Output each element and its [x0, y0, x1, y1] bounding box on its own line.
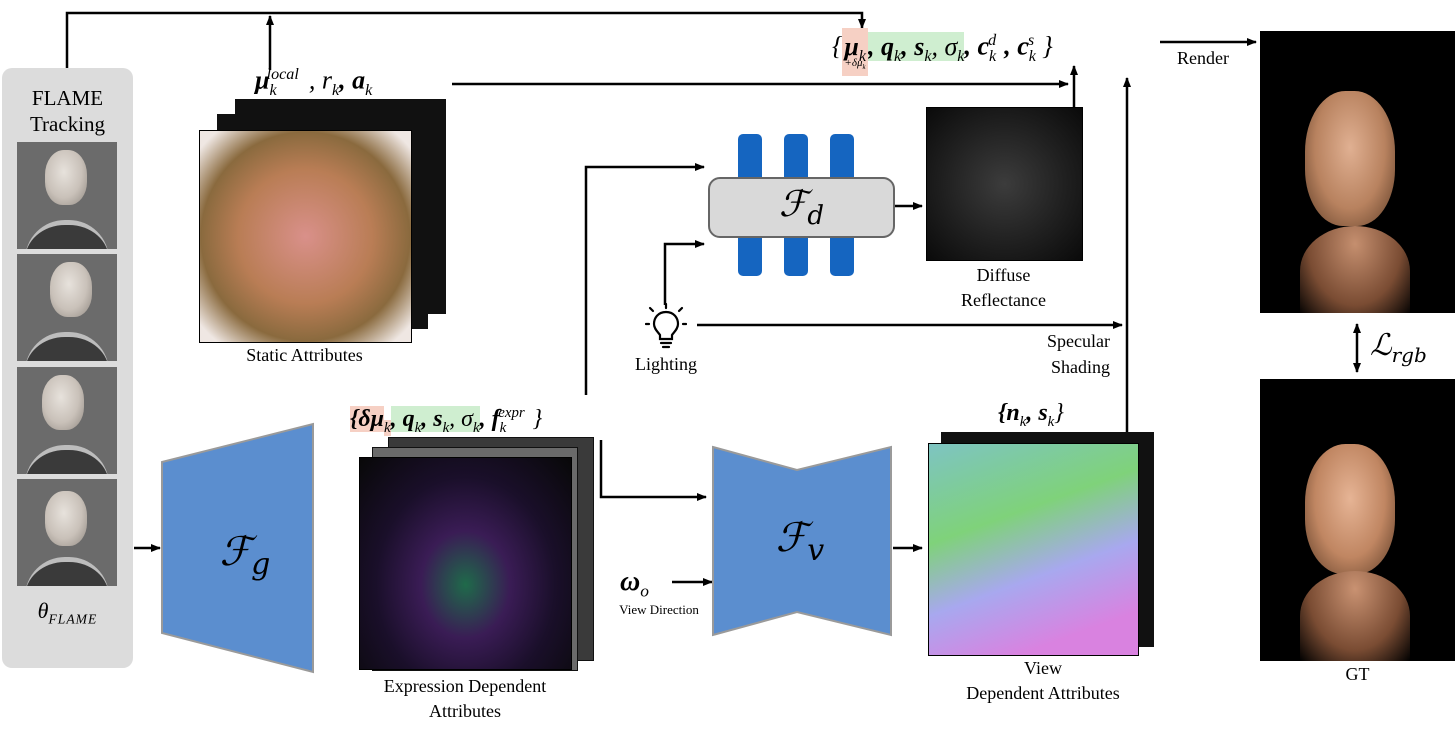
static-attributes-label: Static Attributes	[246, 345, 363, 365]
gt-label: GT	[1345, 664, 1370, 684]
flame-frame-1	[17, 142, 117, 249]
arrow-expr-to-fv	[599, 440, 707, 501]
expression-attribute-symbols: {δμk, qk, sk, σk, fkexpr}	[350, 405, 543, 436]
arrow-flame-to-gaussians	[65, 11, 866, 68]
diffuse-label-line2: Reflectance	[961, 290, 1046, 310]
arrow-light-to-fd	[663, 240, 705, 305]
specular-label-line1: Specular	[1047, 331, 1110, 351]
flame-theta-label: θFLAME	[37, 598, 98, 627]
view-label-line2: Dependent Attributes	[966, 683, 1120, 703]
diffuse-network-box	[708, 177, 895, 238]
geometry-network-label: ℱg	[219, 529, 271, 582]
view-attribute-symbols: {nk, sk}	[998, 400, 1064, 430]
render-label: Render	[1177, 48, 1229, 68]
flame-frame-4	[17, 479, 117, 586]
expression-label-line2: Attributes	[429, 701, 501, 721]
flame-frame-2	[17, 254, 117, 361]
gaussian-attribute-set: {μk+δμk, qk, sk, σk, ckd, cks}	[832, 22, 1053, 76]
static-attribute-symbols: μklocal, rk, ak	[255, 65, 373, 99]
diffuse-reflectance-map	[926, 107, 1083, 261]
view-direction-label: View Direction	[619, 602, 699, 617]
expression-label-line1: Expression Dependent	[383, 676, 547, 696]
expression-attribute-map	[359, 457, 572, 670]
geometry-network-shape	[161, 422, 314, 674]
view-label-line1: View	[1024, 658, 1062, 678]
specular-label-line2: Shading	[1050, 357, 1110, 377]
rendered-avatar-image	[1260, 31, 1455, 313]
ground-truth-image	[1260, 379, 1455, 661]
arrow-expr-to-fd	[584, 163, 705, 395]
view-attribute-map	[928, 443, 1139, 656]
diffuse-label-line1: Diffuse	[976, 265, 1031, 285]
flame-title-line1: FLAME	[31, 86, 104, 110]
flame-frame-3	[17, 367, 117, 474]
view-direction-symbol: ωo	[620, 566, 649, 601]
view-network-label: ℱv	[775, 515, 825, 568]
diffuse-network-label: ℱd	[779, 184, 824, 232]
static-attribute-map	[199, 130, 412, 343]
lighting-label: Lighting	[635, 354, 697, 374]
flame-title-line2: Tracking	[29, 112, 106, 136]
lightbulb-icon	[645, 303, 687, 349]
loss-label: ℒrgb	[1370, 328, 1427, 367]
view-network-shape	[712, 445, 892, 637]
